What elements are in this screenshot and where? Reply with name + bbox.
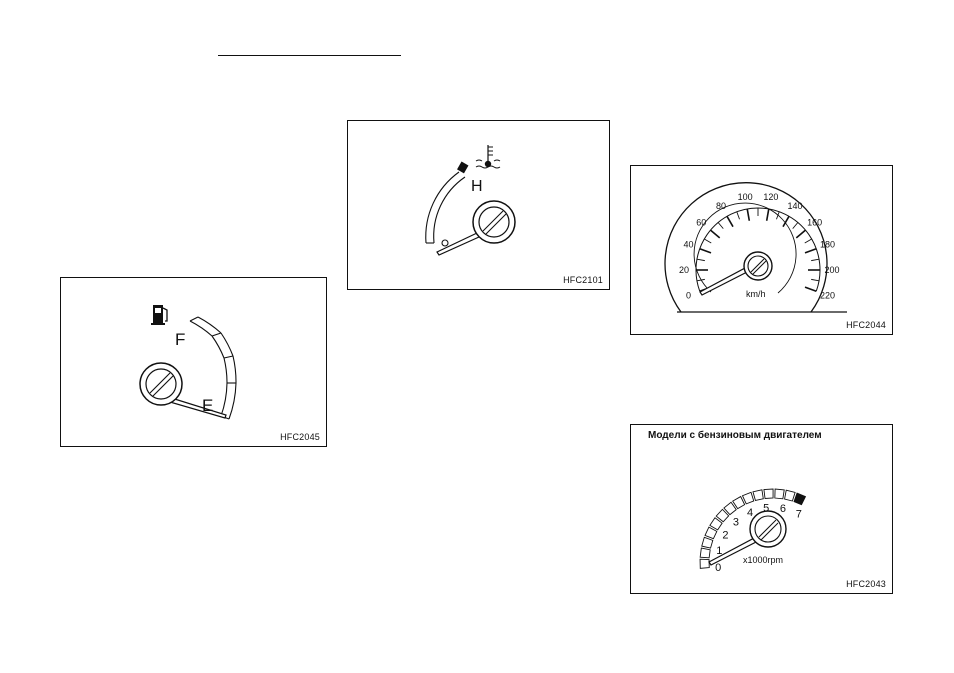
tacho-scale-segment [700,548,710,558]
temperature-hot-label: H [471,178,483,195]
speedometer-drawing: 0 20 40 60 80 100 120 140 160 180 200 220 km/h [631,166,894,336]
speed-tick [805,249,816,253]
coolant-temperature-icon [476,145,500,168]
tachometer-unit-label: x1000rpm [743,555,783,565]
fuel-full-label: F [175,330,185,349]
speed-tick-label: 120 [763,192,778,202]
speed-tick-label: 180 [820,240,835,250]
figure-code: HFC2044 [846,320,886,330]
speed-tick-label: 80 [716,201,726,211]
tacho-tick-label: 2 [722,529,728,541]
tacho-redline-segment [794,493,805,505]
speed-tick [805,287,816,291]
tacho-tick-label: 4 [747,507,753,519]
tacho-tick-label: 6 [780,503,786,515]
temperature-gauge-figure: H HFC2101 [347,120,610,290]
tacho-scale-segment [700,559,709,568]
speed-tick [747,209,749,221]
speed-tick [704,239,711,243]
fuel-gauge-figure: F E HFC2045 [60,277,327,447]
header-rule [218,55,401,56]
speed-tick [767,209,769,221]
tacho-tick-label: 3 [733,516,739,528]
speed-tick-label: 60 [696,217,706,227]
speed-tick [700,249,711,253]
tacho-scale-segment [702,537,713,548]
tacho-scale-segment [742,492,753,503]
fuel-empty-label: E [202,396,213,415]
tacho-scale-segment [753,490,763,501]
speed-tick [737,212,740,220]
figure-code: HFC2101 [563,275,603,285]
speed-tick [697,259,705,260]
speed-tick [793,223,798,229]
tacho-tick-label: 7 [796,508,802,520]
speed-tick-label: 20 [679,265,689,275]
fuel-gauge-drawing: F E [61,278,328,448]
speed-tick-label: 0 [686,290,691,300]
speed-tick-label: 40 [683,240,693,250]
speedometer-figure: 0 20 40 60 80 100 120 140 160 180 200 220 km/h HFC2… [630,165,893,335]
speed-tick [711,230,720,238]
speed-tick-label: 160 [807,217,822,227]
speed-tick [796,230,805,238]
speed-tick-label: 220 [820,290,835,300]
speed-tick [805,239,812,243]
speed-tick-label: 200 [824,265,839,275]
speed-tick [727,216,733,226]
tacho-scale-segment [764,489,773,498]
speed-tick [811,259,819,260]
speed-tick-label: 140 [787,201,802,211]
tacho-scale-segment [775,489,784,499]
speed-tick [811,279,819,280]
speed-tick-label: 100 [738,192,753,202]
figure-code: HFC2043 [846,579,886,589]
figure-code: HFC2045 [280,432,320,442]
tacho-tick-label: 0 [715,562,721,574]
speed-tick [718,223,723,229]
tacho-scale-segment [785,490,796,501]
fuel-pump-icon [151,305,167,325]
temperature-gauge-drawing: H [348,121,611,291]
speed-unit-label: km/h [746,289,766,299]
